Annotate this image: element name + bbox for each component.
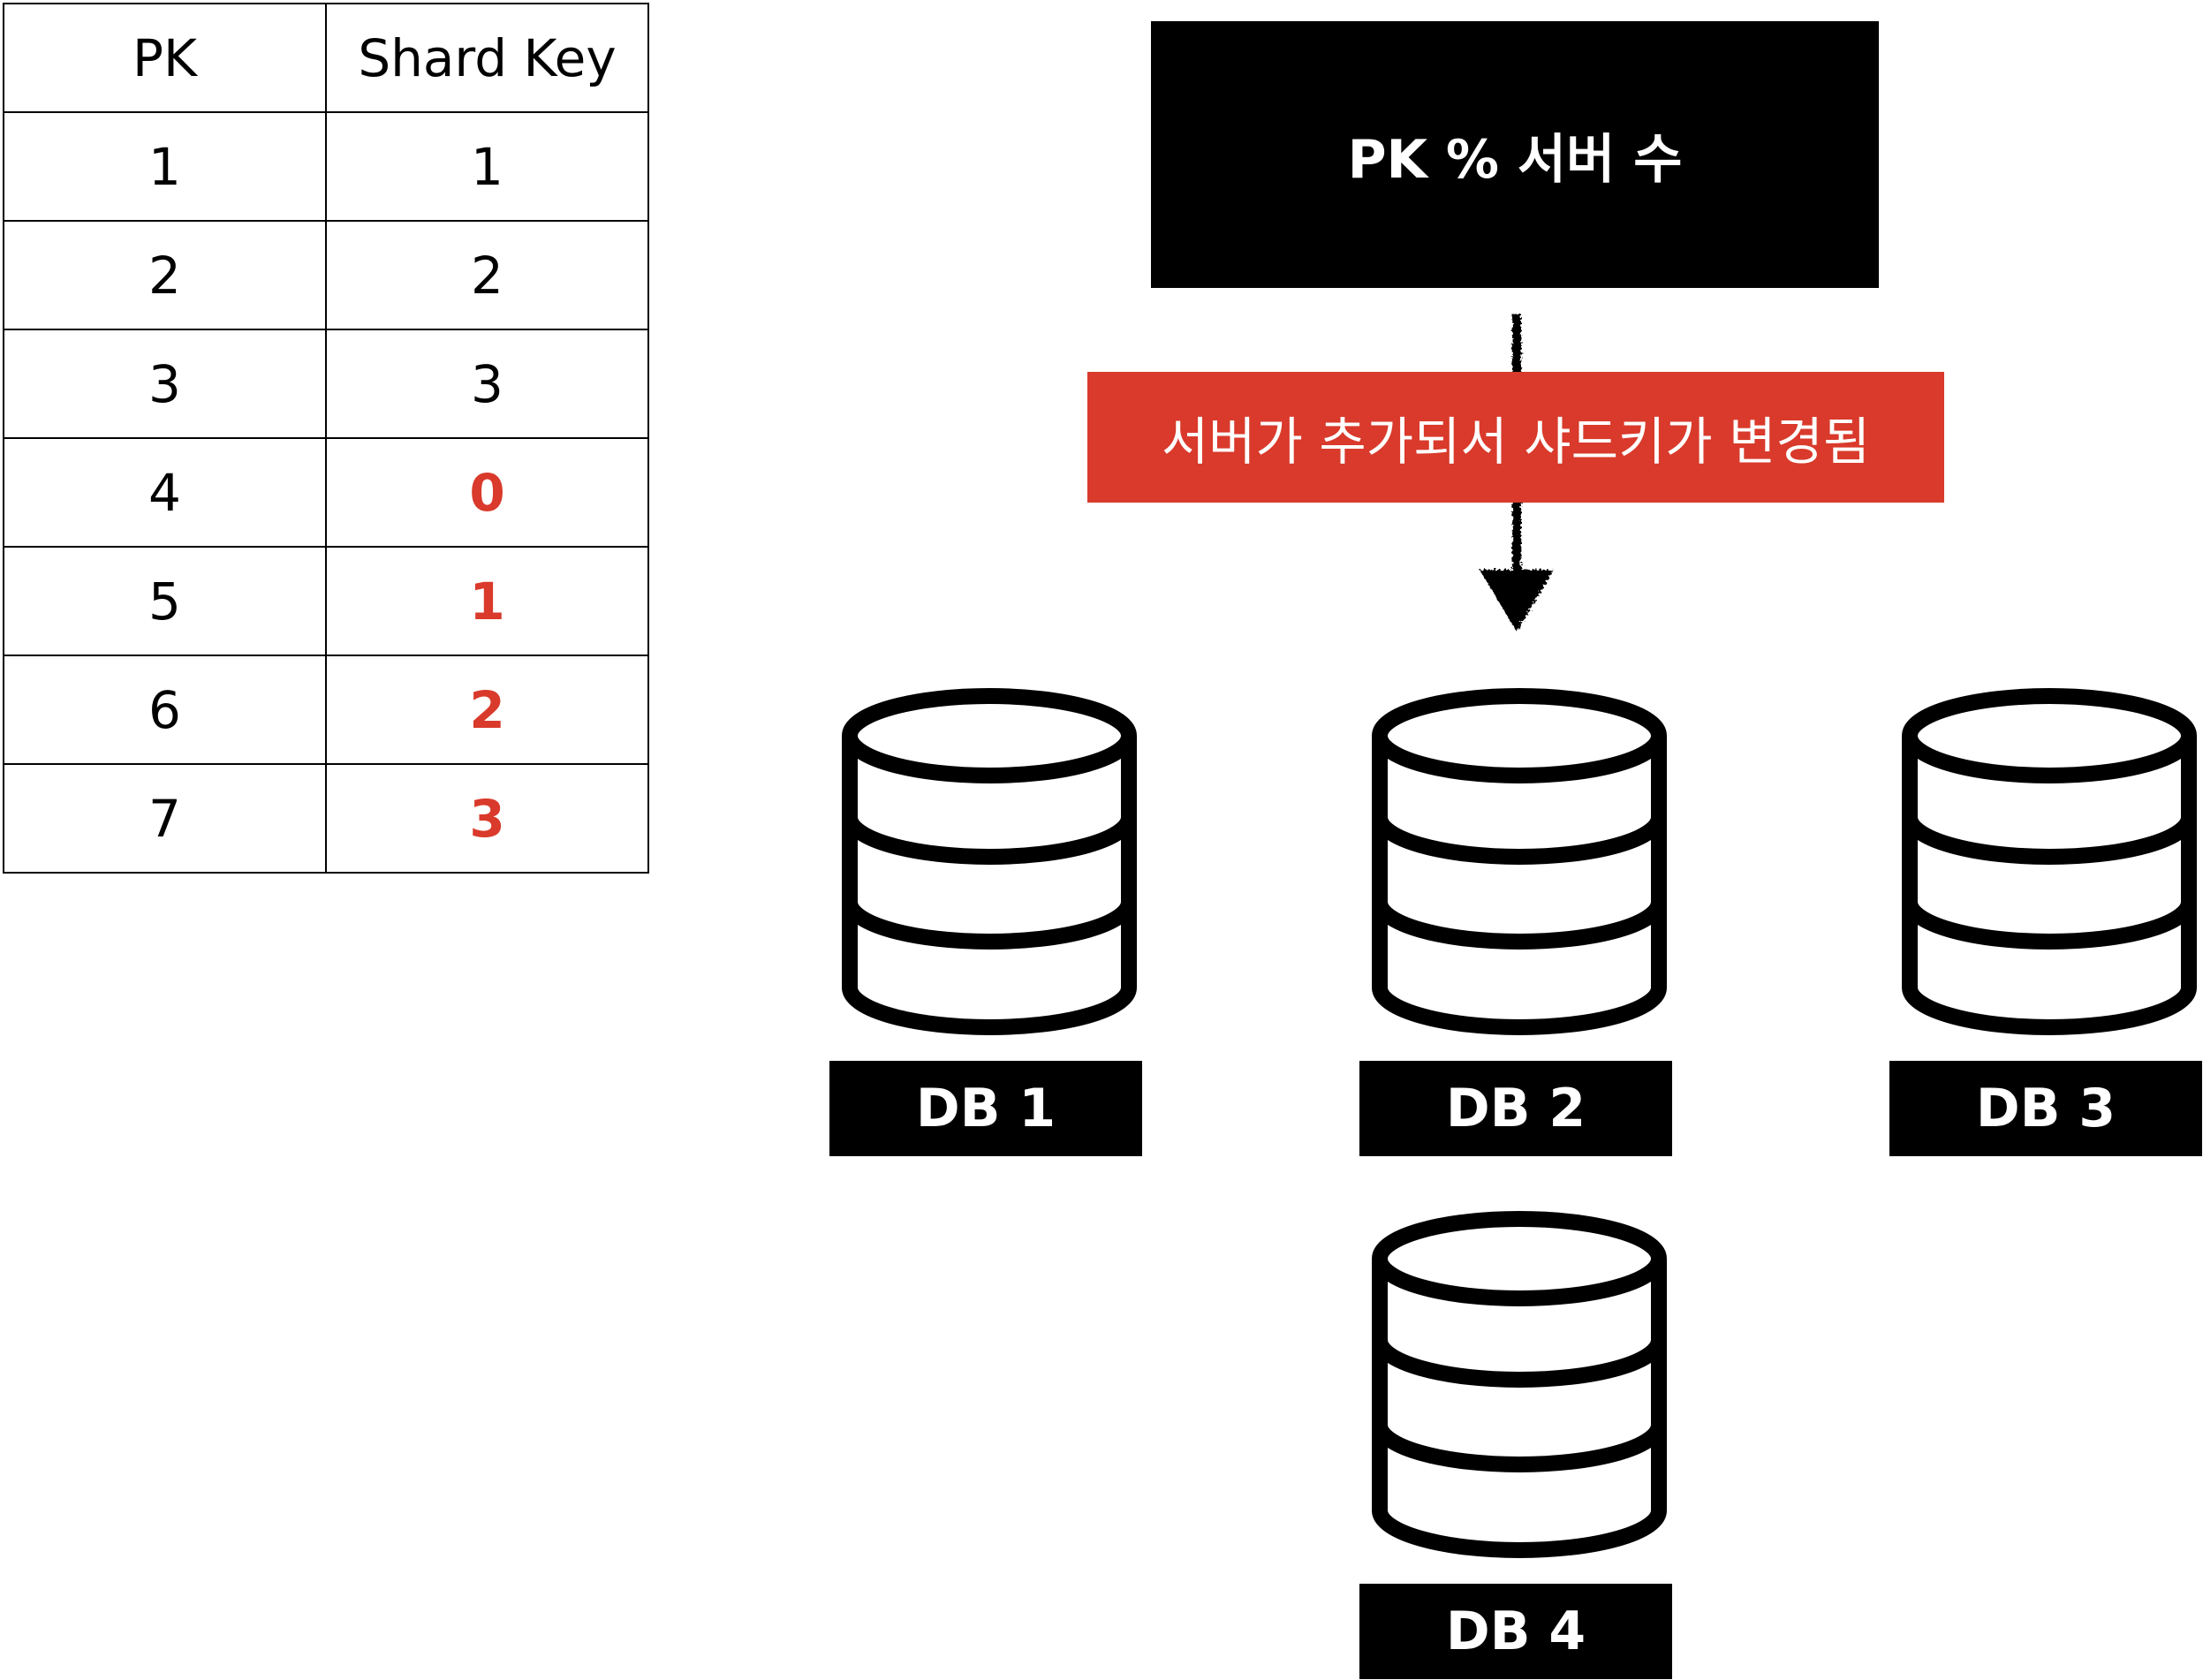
table-row: 4 0 (3, 437, 649, 548)
table-row: 5 1 (3, 546, 649, 656)
database-icon (1369, 1206, 1669, 1563)
db-label: DB 1 (829, 1061, 1142, 1156)
db-label: DB 4 (1359, 1584, 1672, 1679)
pk-cell: 7 (3, 763, 327, 874)
header-pk: PK (3, 3, 327, 113)
table-row: 2 2 (3, 220, 649, 330)
db-label: DB 3 (1889, 1061, 2202, 1156)
database-icon (1369, 683, 1669, 1040)
shard-key-cell-changed: 1 (325, 546, 649, 656)
db-label-text: DB 1 (915, 1078, 1056, 1139)
db-label-text: DB 3 (1975, 1078, 2116, 1139)
change-note-text: 서버가 추가되서 샤드키가 변경됨 (1161, 412, 1871, 472)
table-row: 3 3 (3, 329, 649, 439)
db-label-text: DB 4 (1445, 1601, 1586, 1662)
table-row: 1 1 (3, 111, 649, 222)
pk-cell: 6 (3, 655, 327, 765)
formula-text: PK % 서버 수 (1347, 128, 1683, 191)
shard-key-cell: 2 (325, 220, 649, 330)
table-row: 6 2 (3, 655, 649, 765)
database-icon (1899, 683, 2199, 1040)
pk-cell: 3 (3, 329, 327, 439)
shard-key-cell: 1 (325, 111, 649, 222)
formula-box: PK % 서버 수 (1151, 21, 1879, 288)
pk-cell: 5 (3, 546, 327, 656)
change-banner: 서버가 추가되서 샤드키가 변경됨 (1087, 372, 1944, 503)
table-header-row: PK Shard Key (3, 3, 649, 113)
pk-cell: 2 (3, 220, 327, 330)
pk-cell: 4 (3, 437, 327, 548)
db-label-text: DB 2 (1445, 1078, 1586, 1139)
db-label: DB 2 (1359, 1061, 1672, 1156)
shard-key-cell: 3 (325, 329, 649, 439)
shard-key-cell-changed: 2 (325, 655, 649, 765)
header-shard-key: Shard Key (325, 3, 649, 113)
shard-key-cell-changed: 3 (325, 763, 649, 874)
pk-cell: 1 (3, 111, 327, 222)
table-row: 7 3 (3, 763, 649, 874)
shard-key-cell-changed: 0 (325, 437, 649, 548)
shard-key-table: PK Shard Key 1 1 2 2 3 3 4 0 5 1 6 2 7 3 (3, 3, 649, 874)
database-icon (839, 683, 1139, 1040)
